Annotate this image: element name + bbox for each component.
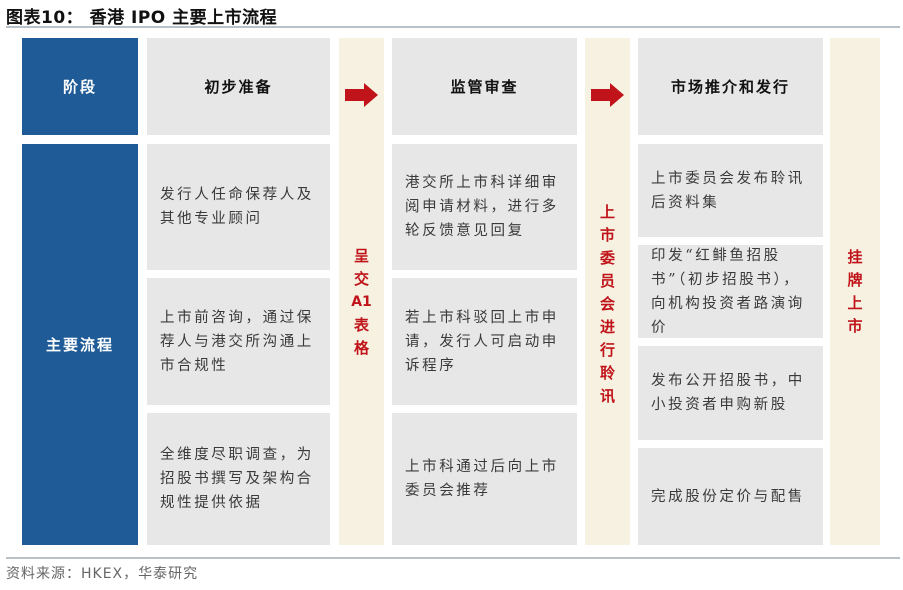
step-card: 印发“红鲱鱼招股书”（初步招股书），向机构投资者路演询价 [638, 245, 823, 338]
step-text: 印发“红鲱鱼招股书”（初步招股书），向机构投资者路演询价 [651, 247, 805, 336]
milestone-label: 挂 牌 上 市 [847, 248, 863, 335]
stage-header-marketing-issuance: 市场推介和发行 [638, 38, 823, 135]
stage-header-regulatory-review: 监管审查 [392, 38, 577, 135]
arrow-right-icon [591, 83, 624, 107]
milestone-strip-listing-hearing: 上 市 委 员 会 进 行 聆 讯 [585, 38, 630, 545]
step-text: 发布公开招股书，中小投资者申购新股 [651, 373, 805, 413]
step-text: 发行人任命保荐人及其他专业顾问 [160, 187, 314, 227]
step-card: 上市前咨询，通过保荐人与港交所沟通上市合规性 [147, 278, 330, 405]
step-card: 发布公开招股书，中小投资者申购新股 [638, 346, 823, 440]
milestone-strip-listing: 挂 牌 上 市 [830, 38, 880, 545]
milestone-label: 呈 交 A1 表 格 [351, 247, 372, 357]
step-text: 上市前咨询，通过保荐人与港交所沟通上市合规性 [160, 309, 314, 374]
step-text: 港交所上市科详细审阅申请材料，进行多轮反馈意见回复 [405, 175, 559, 239]
source-note: 资料来源：HKEX，华泰研究 [6, 566, 199, 582]
step-text: 上市科通过后向上市委员会推荐 [405, 459, 559, 499]
step-card: 发行人任命保荐人及其他专业顾问 [147, 144, 330, 270]
step-text: 完成股份定价与配售 [651, 488, 805, 505]
step-text: 全维度尽职调查，为招股书撰写及架构合规性提供依据 [160, 447, 314, 511]
row-label-main-process: 主要流程 [22, 144, 138, 545]
milestone-label: 上 市 委 员 会 进 行 聆 讯 [599, 203, 615, 405]
stage-header-preparation: 初步准备 [147, 38, 330, 135]
footer-divider [6, 557, 900, 559]
step-card: 若上市科驳回上市申请，发行人可启动申诉程序 [392, 278, 577, 405]
step-card: 完成股份定价与配售 [638, 448, 823, 545]
step-card: 上市科通过后向上市委员会推荐 [392, 413, 577, 545]
arrow-right-icon [345, 83, 378, 107]
step-text: 上市委员会发布聆讯后资料集 [651, 170, 805, 211]
title-divider [6, 26, 900, 28]
step-text: 若上市科驳回上市申请，发行人可启动申诉程序 [405, 309, 559, 374]
step-card: 港交所上市科详细审阅申请材料，进行多轮反馈意见回复 [392, 144, 577, 270]
milestone-strip-a1-form: 呈 交 A1 表 格 [339, 38, 384, 545]
figure-title: 图表10： 香港 IPO 主要上市流程 [6, 8, 278, 28]
step-card: 上市委员会发布聆讯后资料集 [638, 144, 823, 237]
row-label-stage: 阶段 [22, 38, 138, 135]
step-card: 全维度尽职调查，为招股书撰写及架构合规性提供依据 [147, 413, 330, 545]
